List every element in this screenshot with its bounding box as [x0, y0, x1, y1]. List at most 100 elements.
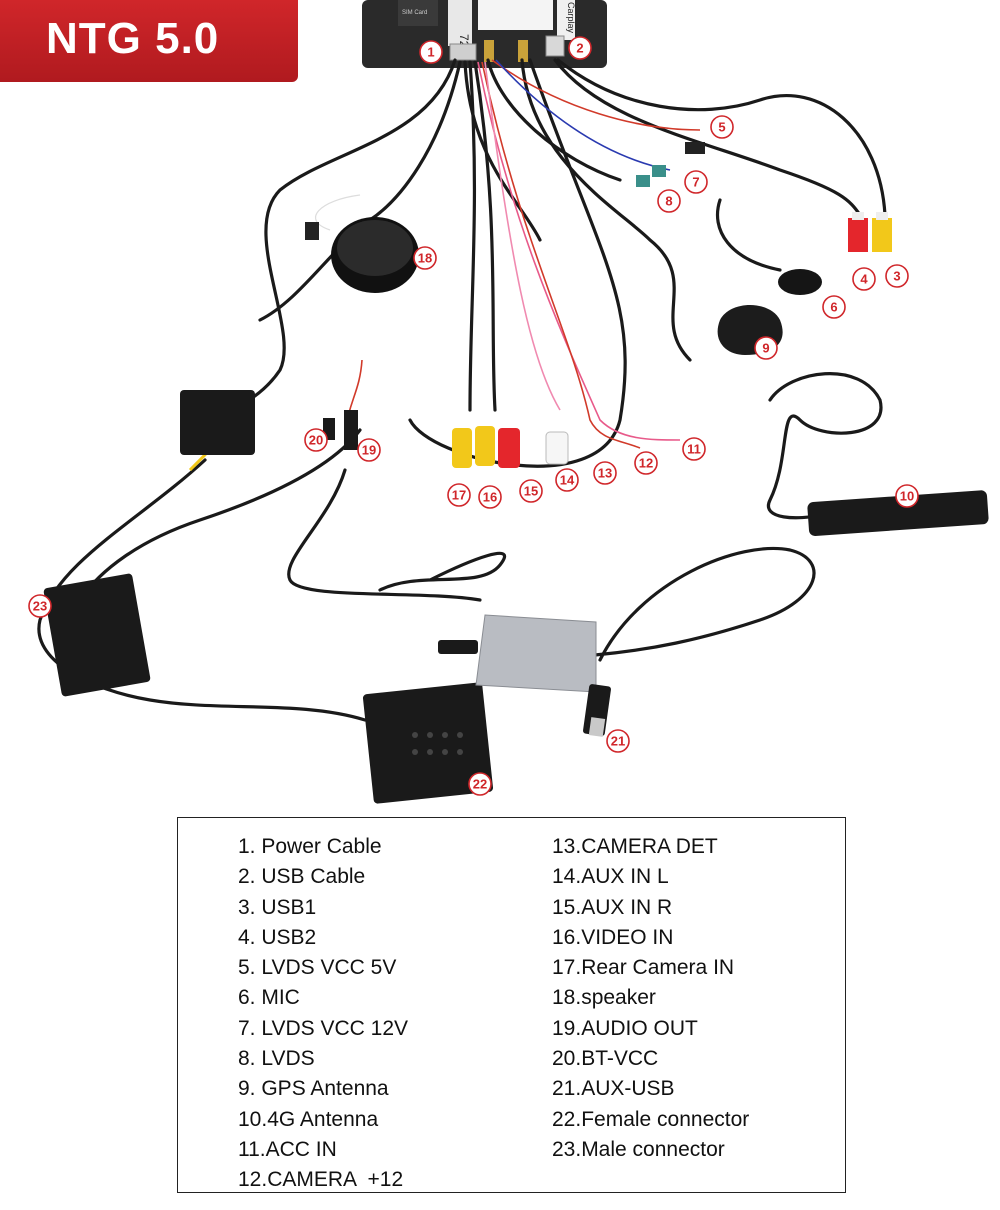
antenna-port-a — [484, 40, 494, 62]
callout-number: 23 — [33, 599, 47, 614]
signal-wires — [188, 59, 701, 472]
aux-coil — [378, 551, 507, 592]
rca-aux-l — [545, 431, 569, 465]
callout-4: 4 — [852, 267, 876, 291]
legend-item: 14.AUX IN L — [552, 865, 669, 889]
power-cable — [208, 58, 457, 422]
head-unit: 720 Carplay SIM Card — [362, 0, 607, 68]
legend-item: 22.Female connector — [552, 1107, 750, 1131]
callout-15: 15 — [519, 479, 543, 503]
callout-number: 7 — [692, 175, 699, 190]
callout-number: 10 — [900, 489, 914, 504]
callout-2: 2 — [568, 36, 592, 60]
callout-circle — [852, 267, 876, 291]
callout-21: 21 — [606, 729, 630, 753]
callout-number: 1 — [427, 45, 434, 60]
callout-number: 15 — [524, 484, 538, 499]
lvds-connector — [652, 165, 666, 177]
title-banner: NTG 5.0 — [0, 0, 298, 82]
callout-7: 7 — [684, 170, 708, 194]
callout-number: 16 — [483, 490, 497, 505]
callout-number: 6 — [830, 300, 837, 315]
callout-circle — [478, 485, 502, 509]
callout-number: 12 — [639, 456, 653, 471]
speaker-plug — [305, 222, 319, 240]
callout-number: 18 — [418, 251, 432, 266]
callout-number: 14 — [560, 473, 575, 488]
cable-video — [468, 60, 477, 412]
callout-number: 20 — [309, 433, 323, 448]
callout-number: 22 — [473, 777, 487, 792]
callout-circle — [822, 295, 846, 319]
harness-branch — [78, 428, 362, 602]
cable-camera — [473, 60, 497, 412]
callout-number: 8 — [665, 194, 672, 209]
callout-circle — [885, 264, 909, 288]
legend-item: 15.AUX IN R — [552, 895, 673, 919]
legend-item: 17.Rear Camera IN — [552, 956, 735, 980]
head-unit-sticker — [478, 0, 553, 30]
callout-circle — [710, 115, 734, 139]
rca-group — [452, 426, 569, 468]
aux-usb-box — [438, 614, 611, 737]
callout-circle — [657, 189, 681, 213]
cable-b — [463, 60, 542, 242]
usb-port — [545, 35, 565, 57]
callout-circle — [304, 428, 328, 452]
aux-usb-cable — [593, 546, 816, 662]
legend-item: 20.BT-VCC — [552, 1047, 659, 1071]
speaker-wire — [315, 194, 361, 231]
callout-18: 18 — [413, 246, 437, 270]
callout-20: 20 — [304, 428, 328, 452]
cable-usb1 — [553, 58, 862, 217]
legend-item: 18.speaker — [552, 986, 656, 1010]
usb2-connector — [848, 218, 868, 252]
power-port — [449, 43, 477, 61]
rca-video-in — [475, 426, 495, 466]
cable-usb2 — [556, 58, 887, 217]
aux-box-body — [475, 614, 597, 693]
usb2-tip — [852, 212, 864, 220]
callout-10: 10 — [895, 484, 919, 508]
callout-circle — [684, 170, 708, 194]
legend-item: 16.VIDEO IN — [552, 925, 674, 949]
callout-22: 22 — [468, 772, 492, 796]
callout-number: 19 — [362, 443, 376, 458]
callout-circle — [682, 437, 706, 461]
female-connector-pins — [412, 732, 463, 755]
callout-14: 14 — [555, 468, 579, 492]
callout-circle — [468, 772, 492, 796]
cable-gps — [520, 58, 692, 362]
legend-item: 12.CAMERA +12 — [238, 1168, 404, 1192]
callout-6: 6 — [822, 295, 846, 319]
callout-number: 13 — [598, 466, 612, 481]
audio-out-connector — [344, 410, 358, 450]
carplay-label: Carplay — [566, 2, 576, 34]
antenna-4g — [807, 490, 989, 536]
callout-17: 17 — [447, 483, 471, 507]
callout-1: 1 — [419, 40, 443, 64]
usb1-connector — [872, 218, 892, 252]
legend-item: 1. Power Cable — [238, 835, 382, 858]
legend-item: 10.4G Antenna — [238, 1107, 379, 1131]
callout-12: 12 — [634, 451, 658, 475]
rca-rear-camera — [452, 428, 472, 468]
callout-circle — [754, 336, 778, 360]
legend-item: 23.Male connector — [552, 1137, 725, 1161]
aux-plug — [438, 640, 478, 654]
legend-item: 3. USB1 — [238, 895, 317, 919]
callout-number: 4 — [860, 272, 868, 287]
relay-block — [180, 390, 255, 455]
callout-19: 19 — [357, 438, 381, 462]
wire-camera-12 — [481, 61, 641, 449]
callout-circle — [519, 479, 543, 503]
callout-circle — [895, 484, 919, 508]
legend-item: 8. LVDS — [238, 1047, 315, 1071]
wire-camera-det — [484, 61, 561, 411]
legend-item: 21.AUX-USB — [552, 1077, 675, 1101]
callout-circle — [634, 451, 658, 475]
lvds-5v-connector — [685, 142, 705, 154]
mic-cable — [715, 198, 782, 272]
callout-number: 3 — [893, 269, 900, 284]
